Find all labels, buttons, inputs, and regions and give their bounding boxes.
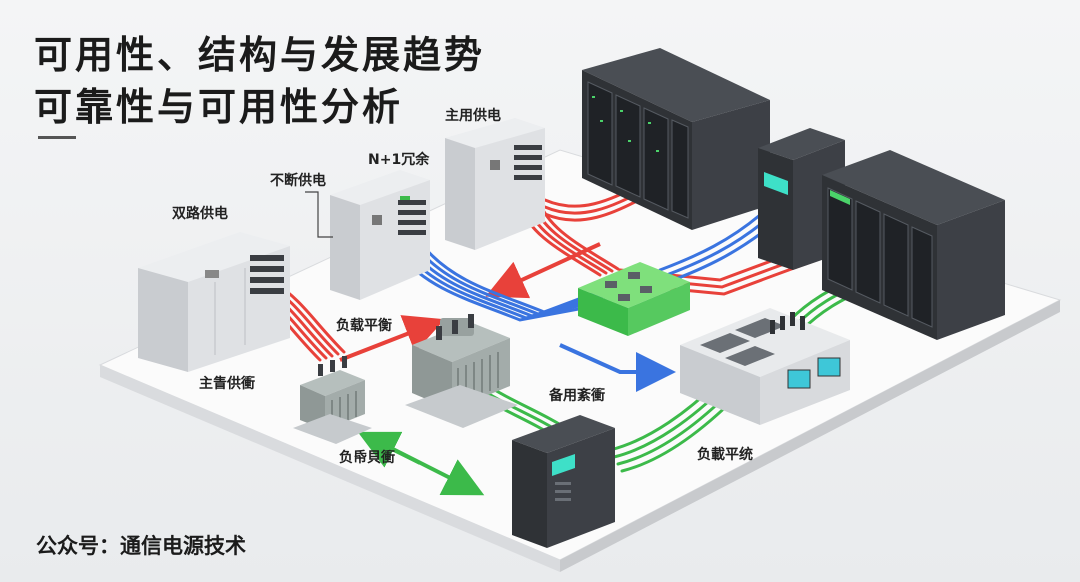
standby-cabinet-icon bbox=[512, 415, 615, 548]
page-subtitle: 可靠性与可用性分析 bbox=[34, 85, 404, 129]
label-load-return: 负帋貝衝 bbox=[339, 449, 395, 466]
transformer-icon bbox=[405, 314, 518, 428]
red-flow-arrow-left bbox=[485, 242, 601, 299]
ups-module-icon bbox=[680, 308, 850, 425]
main-power-cabinet-icon bbox=[445, 118, 545, 250]
label-load-system: 负載平统 bbox=[697, 446, 753, 463]
green-flow-arrow-back bbox=[357, 431, 421, 468]
label-main-supply: 主眚供衝 bbox=[199, 375, 255, 392]
right-server-rack-icon bbox=[822, 150, 1005, 340]
server-rack-icon bbox=[582, 48, 770, 230]
label-main-power: 主用供电 bbox=[445, 107, 501, 124]
ups-cabinet-icon bbox=[330, 170, 430, 300]
footer-credit: 公众号：通信电源技术 bbox=[36, 534, 246, 558]
leader-line-ups bbox=[305, 191, 333, 238]
blue-flow-arrow bbox=[559, 343, 676, 392]
label-ups: 不断供电 bbox=[270, 172, 326, 189]
label-standby-system: 备用紊衝 bbox=[548, 387, 605, 404]
label-dual-power: 双路供电 bbox=[172, 205, 228, 222]
switchgear-cabinet-icon bbox=[138, 232, 290, 372]
page-title: 可用性、结构与发展趋势 bbox=[34, 33, 486, 77]
distribution-hub-icon bbox=[578, 262, 690, 336]
small-transformer-icon bbox=[293, 356, 372, 444]
label-n-plus-1: N+1冗余 bbox=[368, 151, 430, 168]
label-load-balance: 负载平衡 bbox=[336, 317, 392, 334]
red-flow-arrow-load bbox=[339, 315, 445, 362]
title-divider bbox=[38, 136, 76, 139]
